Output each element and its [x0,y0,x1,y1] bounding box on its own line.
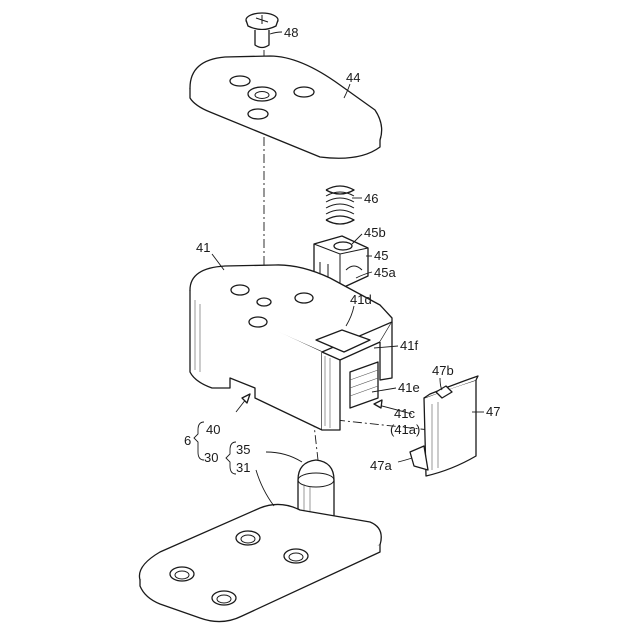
leader-48 [270,32,282,34]
label-35: 35 [236,442,250,457]
label-41f: 41f [400,338,418,353]
leader-35 [266,452,302,462]
leader-47a [398,458,412,462]
label-44: 44 [346,70,360,85]
label-31: 31 [236,460,250,475]
screw-48 [246,13,278,48]
label-45a: 45a [374,265,396,280]
spring-46 [326,186,354,224]
label-46: 46 [364,191,378,206]
label-48: 48 [284,25,298,40]
brace-30 [226,442,236,474]
label-41a: (41a) [390,422,420,437]
label-45: 45 [374,248,388,263]
arrow-41c-head [374,400,382,408]
base-plate-31 [139,504,381,621]
housing-41 [190,265,392,430]
leader-47b [440,378,442,390]
label-41c: 41c [394,406,415,421]
label-41: 41 [196,240,210,255]
label-41e: 41e [398,380,420,395]
label-47: 47 [486,404,500,419]
label-6: 6 [184,433,191,448]
label-47a: 47a [370,458,392,473]
label-30: 30 [204,450,218,465]
leader-31 [256,470,274,506]
label-47b: 47b [432,363,454,378]
label-40: 40 [206,422,220,437]
arrow-40-head [242,394,250,403]
brace-6 [194,422,204,460]
label-45b: 45b [364,225,386,240]
label-41d: 41d [350,292,372,307]
